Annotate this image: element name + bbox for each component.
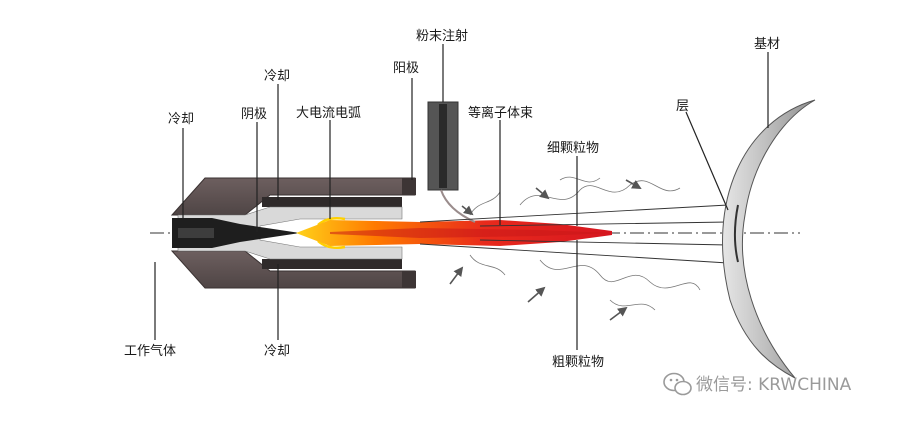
anode-ring-bottom xyxy=(402,271,416,288)
watermark-text: 微信号: KRWCHINA xyxy=(696,375,852,395)
wechat-icon xyxy=(663,372,692,396)
label-working-gas: 工作气体 xyxy=(124,343,176,359)
label-coarse-particles: 粗颗粒物 xyxy=(552,355,604,370)
label-plasma-beam: 等离子体束 xyxy=(468,105,533,121)
leader-lines xyxy=(154,44,769,350)
label-cathode: 阴极 xyxy=(241,107,267,122)
label-fine-particles: 细颗粒物 xyxy=(547,141,599,156)
powder-injector xyxy=(427,101,476,223)
label-arc: 大电流电弧 xyxy=(296,106,361,121)
cooling-channel-top xyxy=(262,197,402,207)
arc-line-bottom xyxy=(317,240,346,249)
substrate xyxy=(722,99,816,379)
label-anode: 阳极 xyxy=(393,61,419,76)
plasma-core xyxy=(330,228,610,238)
cathode xyxy=(172,218,300,248)
label-cooling-left: 冷却 xyxy=(168,112,194,127)
label-cooling-top: 冷却 xyxy=(264,69,290,84)
spray-cone xyxy=(419,204,729,264)
cathode-tip xyxy=(178,228,214,238)
label-substrate: 基材 xyxy=(754,37,780,52)
label-layer: 层 xyxy=(676,99,689,114)
anode-ring-top xyxy=(402,178,416,195)
label-powder-injection: 粉末注射 xyxy=(416,28,468,44)
gun-inner-chamber xyxy=(177,206,403,260)
watermark: 微信号: KRWCHINA xyxy=(663,372,852,396)
cooling-channel-bottom xyxy=(262,259,402,269)
plasma-gun xyxy=(170,177,416,289)
label-cooling-bottom: 冷却 xyxy=(264,344,290,359)
substrate-body xyxy=(722,99,816,379)
flow-arrows xyxy=(449,179,642,321)
coating-layer xyxy=(734,204,739,263)
